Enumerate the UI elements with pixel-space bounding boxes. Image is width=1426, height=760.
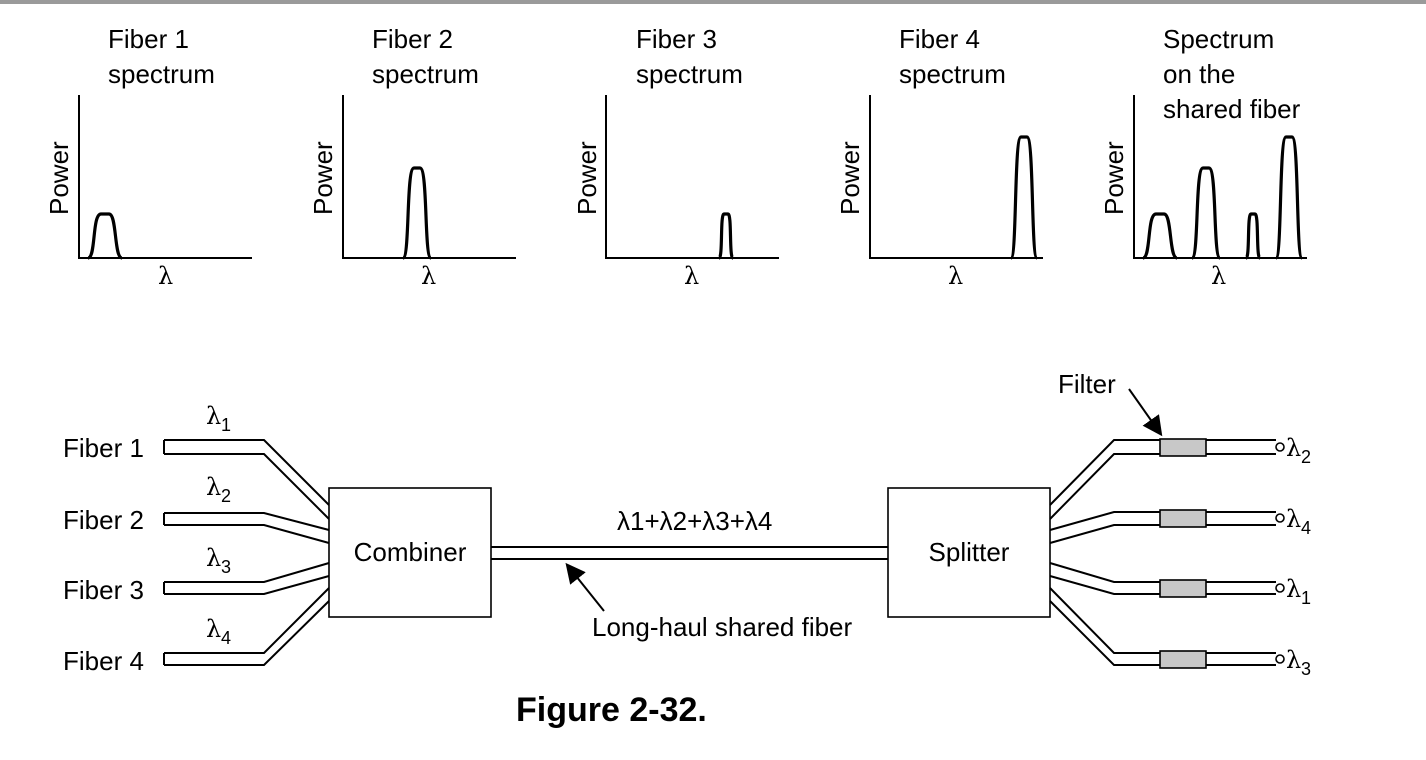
- fiber-end: [1275, 583, 1285, 593]
- axes: [869, 95, 1043, 259]
- fiber-label: Fiber 2: [63, 505, 144, 535]
- spectrum-peak: [1244, 212, 1262, 260]
- spectrum-title-line: spectrum: [372, 59, 479, 89]
- fiber-label: Fiber 1: [63, 433, 144, 463]
- power-axis-label: Power: [44, 141, 74, 215]
- wavelength-axis-label: λ: [421, 262, 436, 290]
- spectrum-panel-1: Fiber 1 spectrum Power λ: [44, 24, 252, 290]
- axes: [605, 95, 779, 259]
- wavelength-label: λ: [1286, 575, 1301, 603]
- fiber-end: [1275, 442, 1285, 452]
- fiber-end: [1275, 654, 1285, 664]
- filter-callout: Filter: [1058, 369, 1163, 437]
- filter-arrow: [1128, 388, 1163, 437]
- filter: [1159, 650, 1207, 669]
- axes: [342, 95, 516, 259]
- shared-fiber-sum-label: λ1+λ2+λ3+λ4: [617, 506, 772, 536]
- wavelength-subscript: 3: [221, 557, 231, 577]
- output-fiber-3: λ 1: [1049, 562, 1311, 608]
- combiner-label: Combiner: [354, 537, 467, 567]
- fiber-line: [163, 587, 330, 666]
- output-fiber-2: λ 4: [1049, 505, 1311, 544]
- axes: [1133, 95, 1307, 259]
- wavelength-subscript: 1: [1301, 588, 1311, 608]
- wavelength-axis-label: λ: [948, 262, 963, 290]
- spectrum-panel-3: Fiber 3 spectrum Power λ: [572, 24, 779, 290]
- fiber-line: [1049, 511, 1276, 544]
- spectrum-title-line: Fiber 3: [636, 24, 717, 54]
- wavelength-label: λ: [206, 615, 221, 643]
- shared-fiber-line: [491, 546, 888, 560]
- input-fiber-1: Fiber 1 λ 1: [63, 402, 330, 520]
- spectrum-title-line: shared fiber: [1163, 94, 1301, 124]
- wavelength-label: λ: [206, 473, 221, 501]
- wavelength-axis-label: λ: [158, 262, 173, 290]
- wavelength-subscript: 3: [1301, 659, 1311, 679]
- splitter-box: Splitter: [887, 487, 1051, 618]
- wavelength-label: λ: [1286, 434, 1301, 462]
- wavelength-subscript: 4: [221, 628, 231, 648]
- wavelength-label: λ: [206, 402, 221, 430]
- spectrum-panel-4: Fiber 4 spectrum Power λ: [835, 24, 1043, 290]
- spectrum-peak: [1141, 212, 1178, 260]
- spectrum-title-line: spectrum: [636, 59, 743, 89]
- power-axis-label: Power: [835, 141, 865, 215]
- filter: [1159, 509, 1207, 528]
- power-axis-label: Power: [572, 141, 602, 215]
- fiber-line: [1049, 587, 1276, 666]
- spectrum-peak: [1190, 166, 1222, 260]
- wavelength-axis-label: λ: [1211, 262, 1226, 290]
- wavelength-axis-label: λ: [684, 262, 699, 290]
- input-fiber-4: Fiber 4 λ 4: [63, 587, 330, 676]
- spectrum-peak: [401, 166, 433, 260]
- filter: [1159, 579, 1207, 598]
- wavelength-label: λ: [206, 544, 221, 572]
- axes: [78, 95, 252, 259]
- output-fiber-4: λ 3: [1049, 587, 1311, 679]
- spectrum-peak: [717, 212, 735, 260]
- fiber-end: [1275, 513, 1285, 523]
- shared-fiber: λ1+λ2+λ3+λ4 Long-haul shared fiber: [491, 506, 888, 642]
- wavelength-label: λ: [1286, 505, 1301, 533]
- shared-fiber-arrow: [565, 562, 605, 612]
- spectrum-title-line: spectrum: [899, 59, 1006, 89]
- wavelength-subscript: 2: [1301, 447, 1311, 467]
- spectrum-panel-shared: Spectrum on the shared fiber Power λ: [1099, 24, 1307, 290]
- combiner-box: Combiner: [328, 487, 492, 618]
- fiber-label: Fiber 4: [63, 646, 144, 676]
- spectrum-panel-2: Fiber 2 spectrum Power λ: [308, 24, 516, 290]
- top-border: [0, 0, 1426, 4]
- input-fiber-3: Fiber 3 λ 3: [63, 544, 330, 605]
- spectrum-title-line: spectrum: [108, 59, 215, 89]
- fiber-line: [1049, 562, 1276, 595]
- input-fiber-2: Fiber 2 λ 2: [63, 473, 330, 544]
- output-fiber-1: λ 2: [1049, 434, 1311, 520]
- wavelength-label: λ: [1286, 646, 1301, 674]
- wavelength-subscript: 4: [1301, 518, 1311, 538]
- wavelength-subscript: 2: [221, 486, 231, 506]
- spectrum-title-line: Fiber 2: [372, 24, 453, 54]
- spectrum-peak: [86, 212, 123, 260]
- fiber-line: [163, 512, 330, 544]
- fiber-label: Fiber 3: [63, 575, 144, 605]
- figure-caption: Figure 2-32.: [516, 691, 707, 729]
- spectrum-title-line: Fiber 4: [899, 24, 980, 54]
- spectrum-peak: [1009, 135, 1039, 260]
- splitter-label: Splitter: [929, 537, 1010, 567]
- fiber-line: [163, 439, 330, 520]
- shared-fiber-label: Long-haul shared fiber: [592, 612, 853, 642]
- power-axis-label: Power: [308, 141, 338, 215]
- filter-label: Filter: [1058, 369, 1116, 399]
- fiber-line: [163, 562, 330, 595]
- spectrum-peak: [1274, 135, 1304, 260]
- filter: [1159, 438, 1207, 457]
- fiber-line: [1049, 439, 1276, 520]
- spectrum-title-line: on the: [1163, 59, 1235, 89]
- power-axis-label: Power: [1099, 141, 1129, 215]
- spectrum-title-line: Fiber 1: [108, 24, 189, 54]
- spectrum-title-line: Spectrum: [1163, 24, 1274, 54]
- wavelength-subscript: 1: [221, 415, 231, 435]
